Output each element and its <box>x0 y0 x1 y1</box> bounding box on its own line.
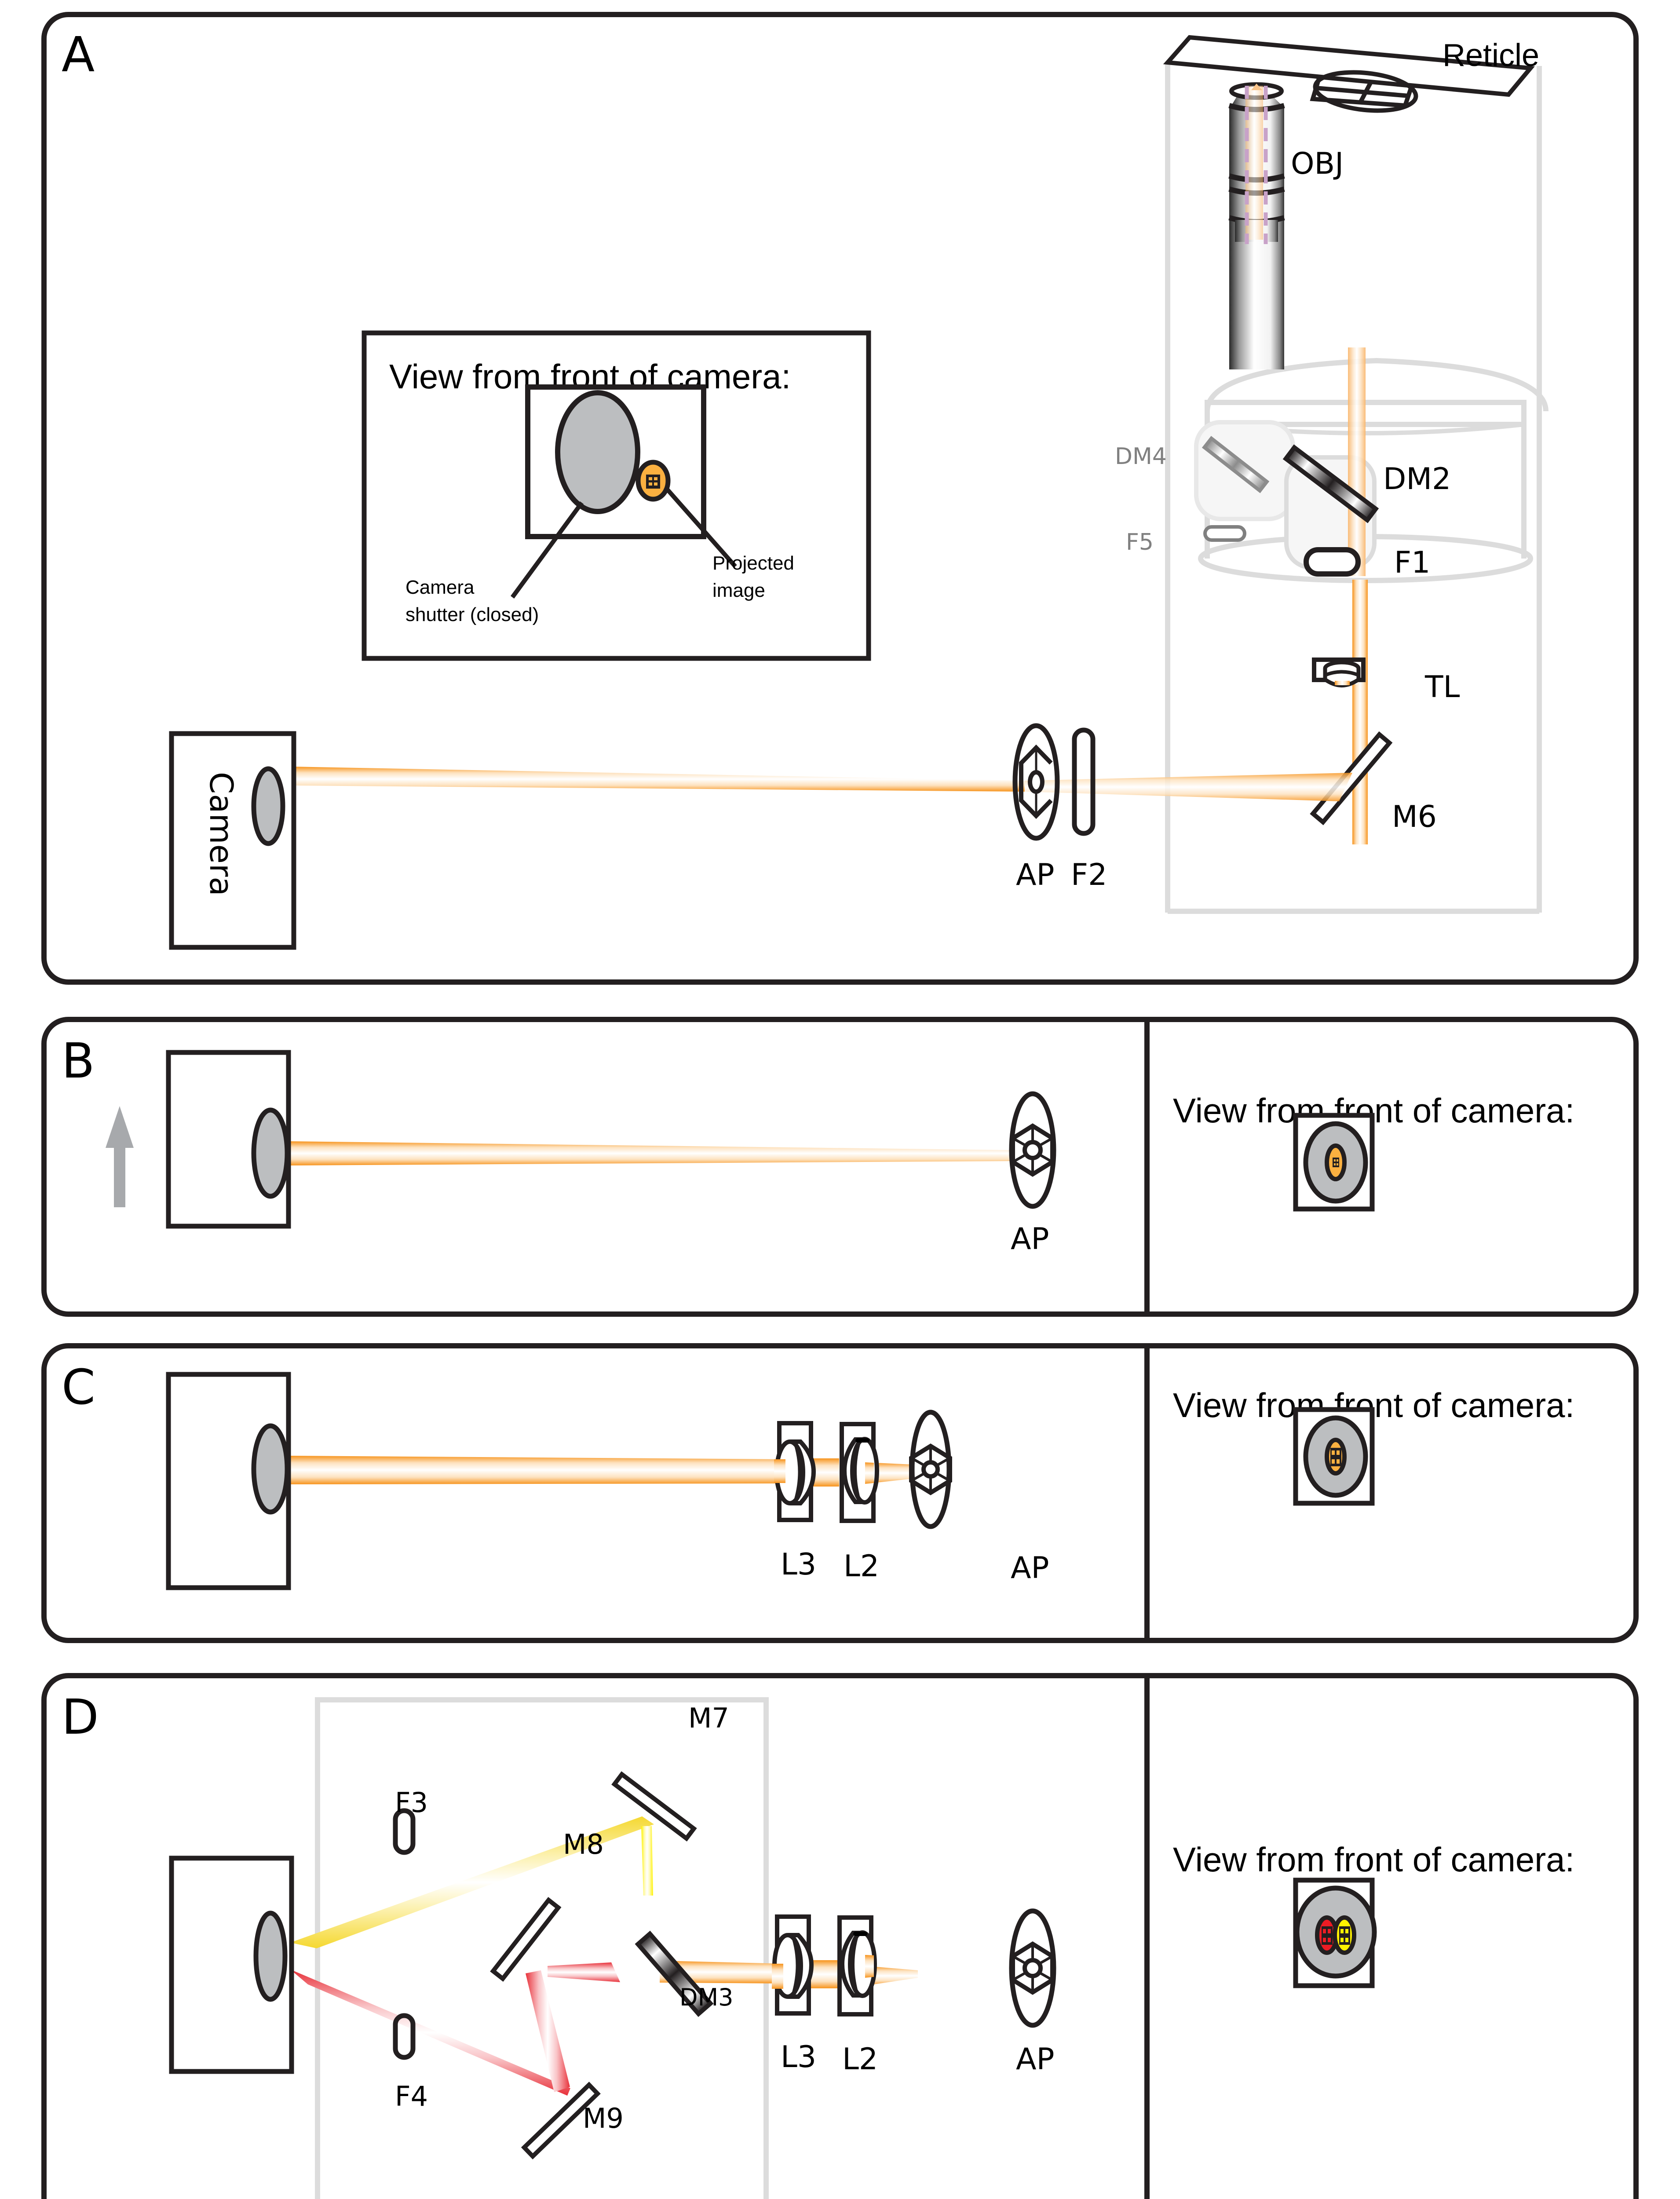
m8-label: M8 <box>563 1828 604 1860</box>
mirror-m9 <box>521 2082 601 2159</box>
callout-line-image <box>664 486 737 568</box>
beam-red-diagonal <box>290 1969 570 2096</box>
camera-front-view <box>1293 1407 1375 1506</box>
beam-orange-d3 <box>865 1966 918 1986</box>
l2-label: L2 <box>844 1549 879 1584</box>
ap-label: AP <box>1016 2042 1055 2077</box>
reticle-label: Reticle <box>1443 38 1539 73</box>
callout-line-shutter <box>510 501 584 599</box>
tube-lens <box>1312 658 1366 687</box>
lens-l2 <box>840 1422 879 1523</box>
panel-c: C L3 L2 <box>41 1343 1639 1643</box>
arrow-up-icon <box>106 1106 134 1207</box>
beam-red-m8-dm3 <box>548 1962 620 1982</box>
filter-f1 <box>1304 547 1361 577</box>
m9-label: M9 <box>583 2102 624 2134</box>
l2-label: L2 <box>842 2042 878 2077</box>
ap-label: AP <box>1011 1222 1049 1257</box>
dm3-label: DM3 <box>679 1983 734 2011</box>
f3-label: F3 <box>395 1786 428 1819</box>
aperture-ap <box>909 1410 952 1529</box>
mirror-m7 <box>611 1771 697 1842</box>
callout-image-line2: image <box>712 580 765 601</box>
panel-letter: C <box>62 1359 95 1415</box>
filter-f3 <box>393 1808 416 1855</box>
camera-front-view-inset: View from front of camera: Camera shutte… <box>362 330 871 661</box>
callout-shutter-line1: Camera <box>405 577 475 598</box>
camera-front-view <box>1293 1113 1375 1212</box>
f4-label: F4 <box>395 2080 428 2112</box>
camera <box>169 731 296 950</box>
filter-f2 <box>1072 727 1096 836</box>
lens-l3 <box>772 1914 814 2016</box>
dichroic-mirror-dm2 <box>1282 444 1379 523</box>
panel-b: B AP View from front of camera: <box>41 1017 1639 1317</box>
beam-horizontal-a2 <box>1025 773 1352 801</box>
objective <box>1228 82 1285 369</box>
dm4-label: DM4 <box>1115 443 1167 470</box>
m7-label: M7 <box>688 1702 729 1734</box>
camera-shutter-closed <box>555 390 640 514</box>
camera <box>166 1050 291 1229</box>
beam-orange-d2 <box>811 1960 839 1988</box>
image-splitter-housing <box>315 1697 769 2199</box>
beam-horizontal-a <box>290 767 1025 792</box>
objective-label: OBJ <box>1291 146 1344 181</box>
dm2-label: DM2 <box>1383 462 1451 497</box>
camera-label: Camera <box>203 772 240 896</box>
camera <box>169 1856 294 2074</box>
camera <box>166 1372 291 1590</box>
m6-label: M6 <box>1392 800 1437 834</box>
filter-f4 <box>393 2013 416 2060</box>
reticle <box>1163 35 1535 113</box>
panel-letter: B <box>62 1033 95 1089</box>
aperture-ap <box>1009 1908 1056 2028</box>
aperture-ap <box>1009 1091 1056 1209</box>
aperture-ap <box>1012 723 1060 841</box>
beam-b <box>290 1141 1012 1165</box>
f1-label: F1 <box>1394 545 1430 580</box>
panel-letter: A <box>62 26 95 83</box>
ap-label: AP <box>1016 858 1055 892</box>
filter-f5 <box>1203 525 1246 542</box>
dichroic-mirror-dm4 <box>1202 436 1270 493</box>
l3-label: L3 <box>781 1547 816 1582</box>
f5-label: F5 <box>1126 529 1154 555</box>
panel-letter: D <box>62 1689 99 1745</box>
beam-yellow-diagonal <box>290 1816 654 1948</box>
tl-label: TL <box>1424 670 1460 705</box>
callout-image-line1: Projected <box>712 552 794 574</box>
beam-red-m9-m8 <box>526 1970 570 2092</box>
panel-a: A Reticle <box>41 12 1639 985</box>
camera-front-view <box>1293 1878 1377 1988</box>
panel-d: D <box>41 1673 1639 2199</box>
panel-b-frame <box>41 1017 1639 1317</box>
beam-c1 <box>290 1456 786 1484</box>
lens-l3 <box>774 1421 816 1522</box>
ap-label: AP <box>1011 1551 1049 1585</box>
mirror-m8 <box>490 1897 562 1982</box>
dichroic-mirror-dm3 <box>635 1930 714 2017</box>
view-title: View from front of camera: <box>1173 1840 1574 1879</box>
beam-vertical-upper <box>1348 347 1366 576</box>
beam-yellow-vertical <box>641 1826 653 1896</box>
f2-label: F2 <box>1071 858 1107 892</box>
l3-label: L3 <box>781 2040 816 2075</box>
callout-shutter-line2: shutter (closed) <box>405 604 539 625</box>
lens-l2 <box>837 1915 877 2016</box>
